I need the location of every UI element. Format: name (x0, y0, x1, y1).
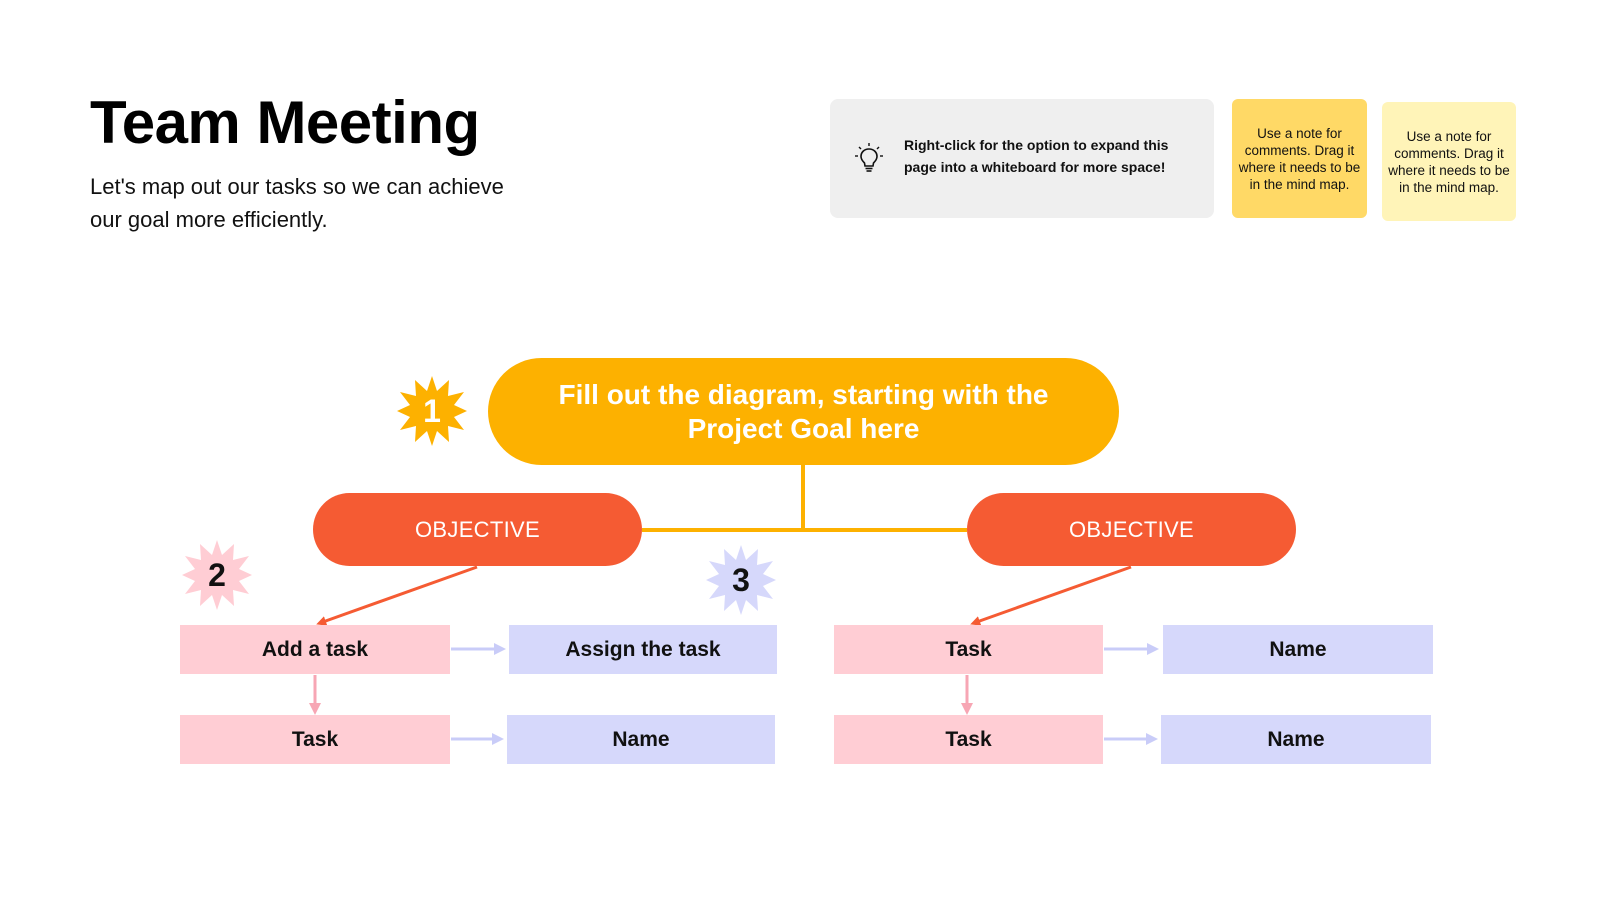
task-box[interactable]: Task (834, 625, 1103, 674)
starburst-icon (182, 540, 252, 610)
objective-arrow-right (970, 565, 1132, 626)
objective-right[interactable]: OBJECTIVE (967, 493, 1296, 566)
starburst-icon (706, 545, 776, 615)
objective-arrow-left (316, 565, 478, 626)
project-goal[interactable]: Fill out the diagram, starting with the … (488, 358, 1119, 465)
assignee-box[interactable]: Name (507, 715, 775, 764)
sticky-note[interactable]: Use a note for comments. Drag it where i… (1382, 102, 1516, 221)
objective-left[interactable]: OBJECTIVE (313, 493, 642, 566)
task-box[interactable]: Task (834, 715, 1103, 764)
step-badge-3: 3 (706, 545, 776, 615)
step-badge-number: 2 (208, 556, 226, 593)
step-badge-number: 3 (732, 561, 750, 598)
page-title: Team Meeting (90, 89, 480, 156)
sticky-note[interactable]: Use a note for comments. Drag it where i… (1232, 99, 1367, 218)
step-badge-1: 1 (397, 376, 467, 446)
task-box[interactable]: Add a task (180, 625, 450, 674)
step-badge-number: 1 (423, 392, 441, 429)
starburst-icon (397, 376, 467, 446)
assignee-box[interactable]: Assign the task (509, 625, 777, 674)
page-subtitle: Let's map out our tasks so we can achiev… (90, 174, 504, 232)
tip-box: Right-click for the option to expand thi… (830, 99, 1214, 218)
step-badge-2: 2 (182, 540, 252, 610)
lightbulb-icon (855, 143, 883, 172)
tip-text: Right-click for the option to expand thi… (904, 137, 1169, 175)
assignee-box[interactable]: Name (1163, 625, 1433, 674)
assignee-box[interactable]: Name (1161, 715, 1431, 764)
task-box[interactable]: Task (180, 715, 450, 764)
